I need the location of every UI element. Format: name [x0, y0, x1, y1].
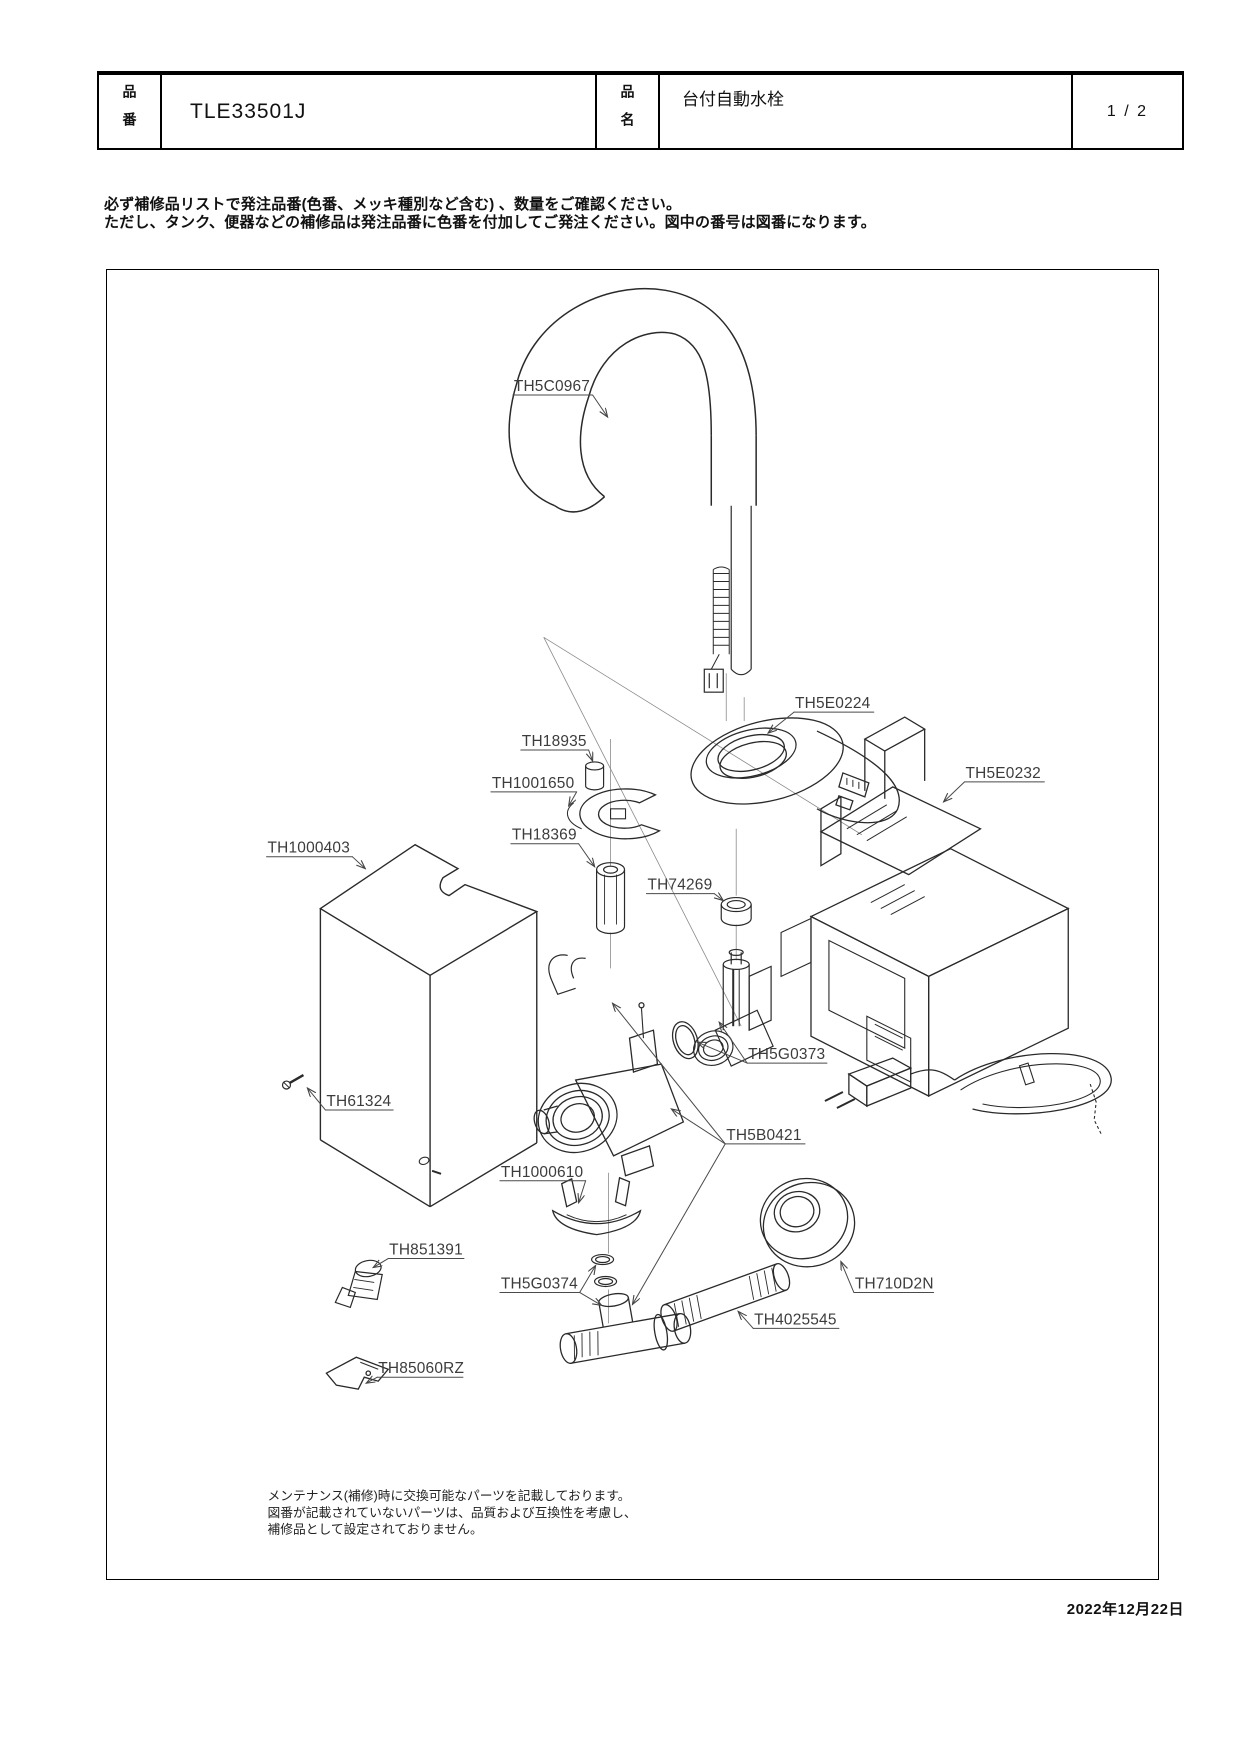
part-label-valve-unit: TH5B0421 — [613, 1003, 806, 1304]
part-label-escutcheon: TH710D2N — [841, 1262, 935, 1293]
part-labels: TH5C0967 TH5E0224 TH5E0232 TH18935 — [266, 378, 1045, 1383]
part-number-label-cell: 品番 — [99, 75, 162, 148]
part-label-nipple: TH4025545 — [738, 1311, 840, 1329]
part-label-spacer-text: TH18935 — [522, 733, 587, 750]
c-ring-drawing — [567, 788, 661, 840]
part-label-o-ring: TH5G0373 — [697, 1022, 828, 1064]
issue-date: 2022年12月22日 — [1066, 1601, 1184, 1618]
bush-drawing — [596, 862, 626, 935]
product-name-label: 品名 — [619, 83, 636, 140]
part-label-packing-text: TH5G0374 — [501, 1275, 578, 1292]
sensor-connector — [703, 668, 724, 693]
footnote-line2: 図番が記載されていないパーツは、品質および互換性を考慮し、 — [268, 1505, 637, 1520]
part-label-spacer: TH18935 — [520, 733, 593, 761]
product-name-value: 台付自動水栓 — [682, 90, 784, 109]
order-notice: 必ず補修品リストで発注品番(色番、メッキ種別など含む) 、数量をご確認ください。… — [104, 196, 876, 231]
controller-drawing — [780, 716, 1112, 1137]
part-label-key-text: TH85060RZ — [378, 1360, 464, 1377]
clamp-drawing — [551, 1176, 642, 1236]
diagram-footnote: メンテナンス(補修)時に交換可能なパーツを記載しております。 図番が記載されてい… — [268, 1488, 637, 1537]
nipple-drawing — [660, 1262, 791, 1332]
power-plug — [824, 1057, 955, 1109]
part-label-cover-box: TH1000403 — [266, 840, 366, 869]
order-notice-line1: 必ず補修品リストで発注品番(色番、メッキ種別など含む) 、数量をご確認ください。 — [104, 196, 682, 213]
sensor-spring — [710, 566, 730, 670]
header-table: 品番 TLE33501J 品名 台付自動水栓 1 / 2 — [97, 71, 1184, 150]
product-name-label-cell: 品名 — [597, 75, 660, 148]
part-label-valve-unit-text: TH5B0421 — [726, 1127, 801, 1144]
part-label-controller-text: TH5E0232 — [966, 765, 1041, 782]
part-label-packing: TH5G0374 — [499, 1266, 602, 1306]
footnote-line3: 補修品として設定されておりません。 — [268, 1522, 483, 1537]
packing-drawing — [591, 1253, 618, 1288]
plug-drawing — [334, 1259, 383, 1309]
screw-drawing — [281, 1074, 305, 1090]
exploded-diagram: TH5C0967 TH5E0224 TH5E0232 TH18935 — [266, 288, 1112, 1537]
sensor-base-drawing — [690, 717, 900, 824]
cover-box-drawing — [319, 843, 539, 1208]
part-label-controller: TH5E0232 — [944, 765, 1045, 802]
part-label-clamp-text: TH1000610 — [501, 1164, 583, 1181]
part-number-cell: TLE33501J — [162, 75, 597, 148]
product-name-cell: 台付自動水栓 — [660, 75, 1073, 148]
part-label-sensor-base: TH5E0224 — [768, 695, 875, 733]
part-label-sensor-base-text: TH5E0224 — [795, 695, 871, 712]
part-label-union-nut-text: TH74269 — [647, 877, 712, 894]
part-number-label: 品番 — [121, 83, 138, 140]
footnote-line1: メンテナンス(補修)時に交換可能なパーツを記載しております。 — [268, 1488, 631, 1503]
o-ring-drawing — [671, 1021, 699, 1060]
part-label-screw-text: TH61324 — [326, 1093, 391, 1110]
part-label-o-ring-text: TH5G0373 — [748, 1046, 825, 1063]
valve-unit-drawing — [533, 1002, 685, 1177]
part-label-c-ring: TH1001650 — [490, 775, 578, 806]
tee-fitting-drawing — [559, 1292, 692, 1364]
retaining-clip-drawing — [548, 954, 586, 996]
part-label-plug-text: TH851391 — [389, 1242, 463, 1259]
part-label-bush: TH18369 — [510, 827, 595, 867]
escutcheon-drawing — [759, 1177, 856, 1268]
part-label-union-nut: TH74269 — [645, 877, 723, 901]
spacer-drawing — [585, 761, 605, 791]
part-label-escutcheon-text: TH710D2N — [855, 1275, 934, 1292]
exploded-diagram-frame: TH5C0967 TH5E0224 TH5E0232 TH18935 — [106, 269, 1159, 1580]
part-label-spout: TH5C0967 — [512, 378, 608, 417]
page-indicator: 1 / 2 — [1106, 102, 1149, 120]
part-label-screw: TH61324 — [307, 1088, 394, 1111]
order-notice-line2: ただし、タンク、便器などの補修品は発注品番に色番を付加してご発注ください。図中の… — [104, 213, 876, 231]
part-label-bush-text: TH18369 — [512, 827, 577, 844]
part-label-c-ring-text: TH1001650 — [492, 775, 574, 792]
part-label-cover-box-text: TH1000403 — [268, 840, 350, 857]
part-label-clamp: TH1000610 — [499, 1164, 587, 1203]
spout-drawing — [508, 288, 757, 693]
part-label-nipple-text: TH4025545 — [754, 1311, 836, 1328]
union-nut-drawing — [720, 896, 752, 927]
part-label-spout-text: TH5C0967 — [514, 378, 590, 395]
part-number-value: TLE33501J — [190, 99, 307, 123]
part-label-key: TH85060RZ — [366, 1360, 464, 1383]
part-label-plug: TH851391 — [373, 1242, 465, 1268]
construction-lines — [543, 636, 863, 1324]
